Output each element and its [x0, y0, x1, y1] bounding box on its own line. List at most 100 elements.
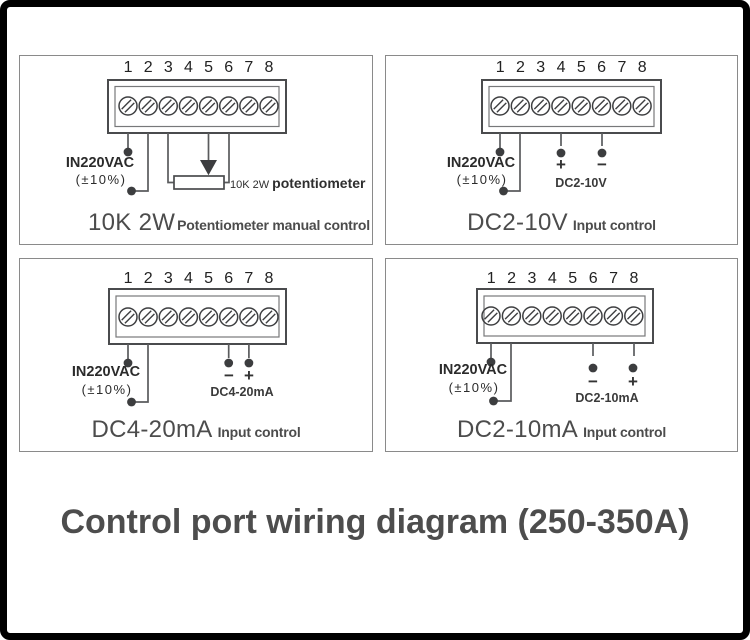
terminal-number: 8	[264, 270, 274, 287]
terminal-block-inner	[488, 85, 655, 128]
screw-terminal-icon	[239, 96, 259, 116]
screw-terminal-icon	[542, 306, 562, 326]
diagram-title: Control port wiring diagram (250-350A)	[60, 503, 690, 541]
potentiometer-body	[173, 175, 225, 190]
junction-dot	[486, 357, 496, 367]
caption-value: 10K 2W	[88, 209, 176, 236]
terminal-number: 3	[536, 59, 546, 76]
junction-dot	[123, 358, 133, 368]
wire	[224, 133, 230, 184]
panel-caption: DC2-10mA Input control	[386, 416, 737, 444]
terminal-number: 2	[507, 270, 517, 287]
signal-range-label: DC2-10V	[555, 176, 607, 190]
screw-terminal-icon	[490, 96, 510, 116]
power-tolerance: (±10%)	[456, 172, 508, 187]
screw-terminal-icon	[571, 96, 591, 116]
screw-terminal-icon	[530, 96, 551, 116]
screw-terminal-icon	[612, 96, 632, 116]
wiring-svg	[108, 288, 287, 407]
terminal-number: 4	[556, 59, 566, 76]
screw-terminal-icon	[603, 306, 624, 326]
terminal-number: 5	[204, 59, 214, 76]
wiring-svg	[476, 288, 654, 406]
screw-terminal-icon	[158, 96, 179, 116]
screw-terminal-icon	[118, 96, 138, 116]
terminal-number: 5	[576, 59, 586, 76]
terminal-number: 2	[515, 59, 525, 76]
junction-dot	[556, 148, 566, 158]
junction-dot	[628, 363, 638, 373]
junction-dot	[127, 186, 136, 196]
terminal-number: 2	[143, 59, 153, 76]
plus-sign: +	[244, 366, 254, 385]
terminal-block-outer	[107, 79, 287, 134]
screw-terminal-icon	[178, 96, 199, 116]
screw-terminal-icon	[178, 307, 199, 327]
power-label: IN220VAC	[71, 364, 141, 380]
caption-text: Input control	[583, 424, 667, 440]
terminal-number: 3	[527, 270, 537, 287]
junction-dot	[127, 397, 136, 407]
screw-terminal-icon	[158, 307, 179, 327]
terminal-number: 1	[123, 270, 133, 287]
screw-terminal-icon	[138, 307, 158, 327]
panel-caption: DC4-20mA Input control	[20, 416, 372, 444]
caption-value: DC4-20mA	[91, 416, 213, 443]
power-label: IN220VAC	[65, 155, 135, 171]
terminal-number: 6	[597, 59, 607, 76]
screw-terminal-icon	[239, 307, 259, 327]
screw-terminal-icon	[218, 307, 239, 327]
terminal-number: 3	[163, 59, 173, 76]
plus-sign: +	[556, 155, 566, 174]
power-label: IN220VAC	[446, 155, 516, 171]
wire	[167, 133, 174, 184]
screw-terminal-icon	[198, 307, 219, 327]
junction-dot	[244, 358, 254, 368]
terminal-number: 6	[588, 270, 598, 287]
screw-terminal-icon	[218, 96, 239, 116]
minus-sign: −	[224, 366, 234, 385]
junction-dot	[588, 363, 598, 373]
screw-terminal-icon	[481, 306, 501, 326]
terminal-number: 7	[244, 59, 254, 76]
caption-text: Potentiometer manual control	[177, 217, 370, 233]
minus-sign: −	[588, 372, 598, 391]
caption-value: DC2-10V	[467, 209, 568, 236]
terminal-number: 7	[617, 59, 627, 76]
wire	[495, 343, 512, 402]
terminal-number: 1	[495, 59, 505, 76]
terminal-number: 1	[123, 59, 133, 76]
terminal-number: 8	[637, 59, 647, 76]
junction-dot	[489, 396, 498, 406]
potentiometer-inline-label: 10K 2W potentiometer	[230, 175, 365, 191]
signal-range-label: DC4-20mA	[210, 385, 274, 399]
screw-terminal-icon	[118, 307, 138, 327]
minus-sign: −	[597, 155, 607, 174]
terminal-block-outer	[476, 288, 654, 344]
potentiometer-name: potentiometer	[272, 175, 366, 191]
caption-value: DC2-10mA	[456, 416, 579, 443]
terminal-number: 5	[204, 270, 214, 287]
screw-terminal-icon	[551, 96, 571, 116]
signal-range-label: DC2-10mA	[575, 391, 639, 405]
plus-sign: +	[628, 372, 638, 391]
power-label: IN220VAC	[438, 362, 508, 378]
screw-terminal-icon	[259, 96, 279, 116]
power-tolerance: (±10%)	[448, 380, 500, 395]
caption-text: Input control	[217, 424, 301, 440]
screw-terminal-icon	[562, 306, 583, 326]
terminal-number: 6	[224, 59, 234, 76]
screw-terminal-icon	[259, 307, 279, 327]
screw-terminal-icon	[591, 96, 612, 116]
terminal-block-outer	[108, 288, 287, 345]
junction-dot	[499, 186, 508, 196]
terminal-number: 5	[568, 270, 578, 287]
junction-dot	[495, 147, 505, 157]
junction-dot	[123, 147, 133, 157]
terminal-number: 6	[224, 270, 234, 287]
